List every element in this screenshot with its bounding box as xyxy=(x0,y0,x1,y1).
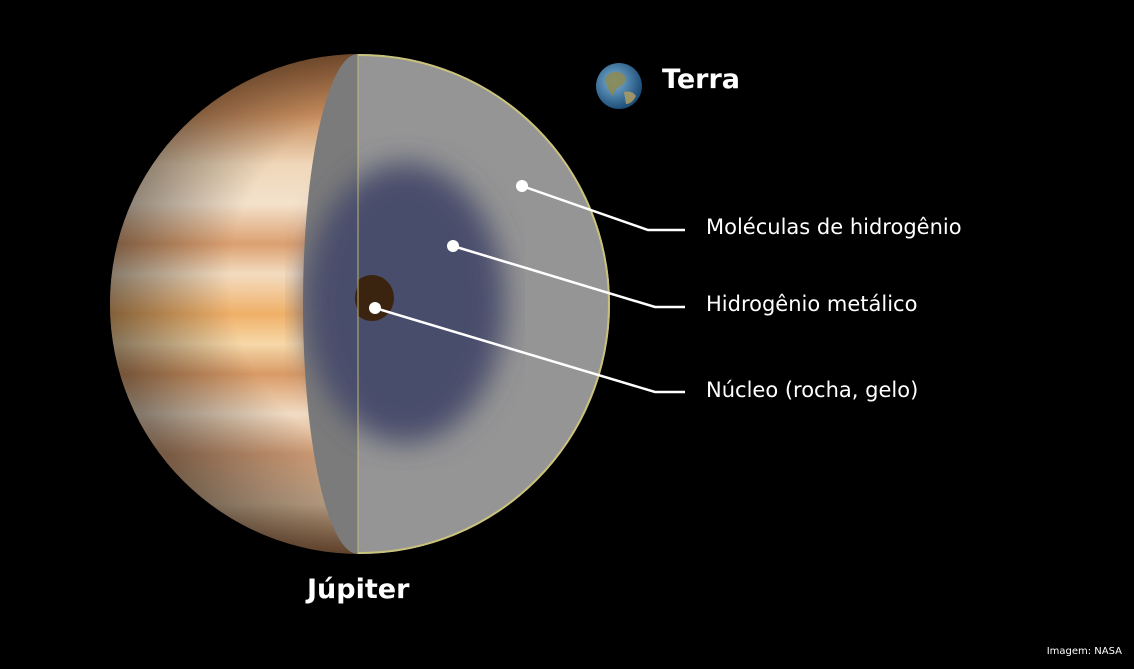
cutaway-rim xyxy=(358,54,610,554)
layer-label-molecular-hydrogen: Moléculas de hidrogênio xyxy=(706,215,962,239)
jupiter-cutaway xyxy=(303,54,610,554)
jupiter-label: Júpiter xyxy=(307,574,410,605)
pointer-dot xyxy=(447,240,459,252)
leader-line-molecular xyxy=(521,184,685,232)
metallic-hydrogen-layer xyxy=(305,163,505,443)
earth-label: Terra xyxy=(662,64,740,95)
leader-lines xyxy=(374,184,685,394)
pointer-dot xyxy=(369,302,381,314)
earth xyxy=(596,63,642,109)
layer-label-core: Núcleo (rocha, gelo) xyxy=(706,378,919,402)
image-credit: Imagem: NASA xyxy=(1046,646,1122,657)
pointer-dot xyxy=(516,180,528,192)
leader-line-metallic xyxy=(452,244,685,309)
layer-label-metallic-hydrogen: Hidrogênio metálico xyxy=(706,292,918,316)
leader-line-core xyxy=(374,306,685,394)
